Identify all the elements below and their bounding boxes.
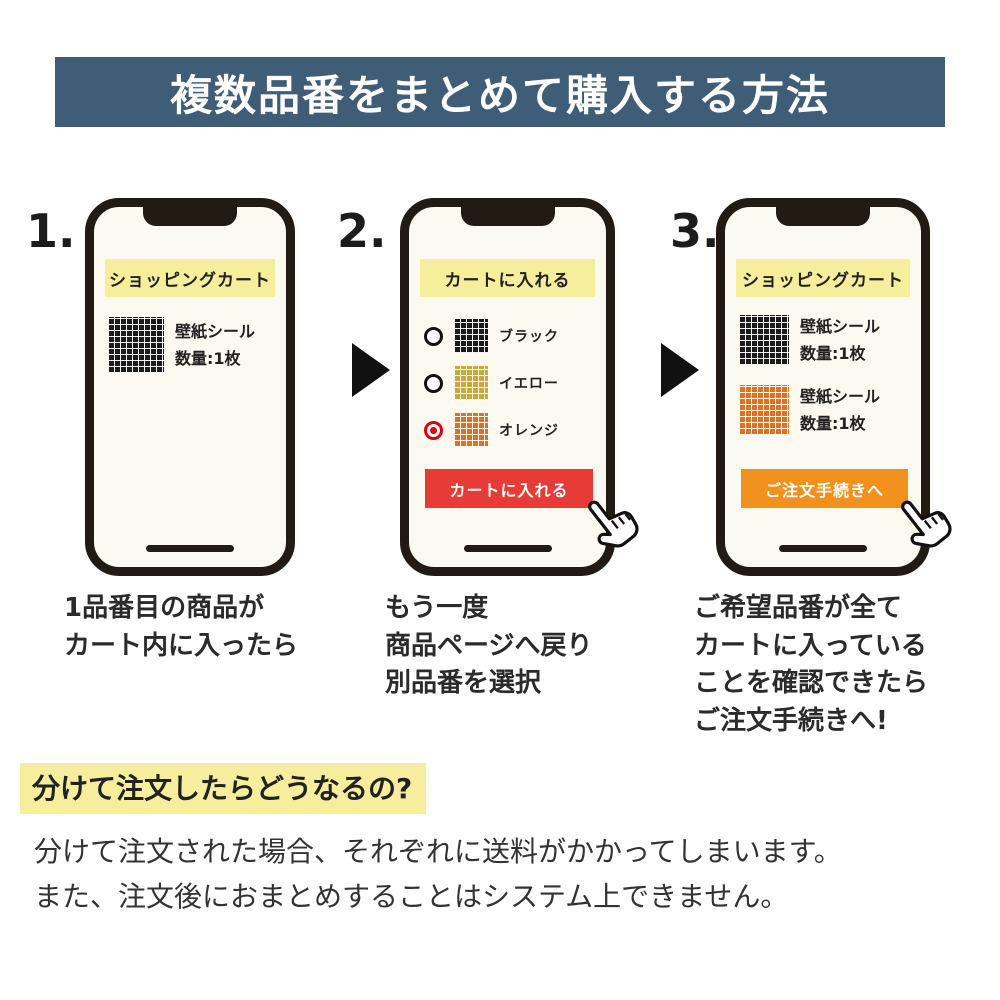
cart-banner: ショッピングカート [105,259,275,297]
header-bar: 複数品番をまとめて購入する方法 [55,57,945,127]
option-orange: オレンジ [424,413,600,447]
phone-step-3: ショッピングカート 壁紙シール 数量:1枚 壁紙シール 数量:1枚 ご注文手続き… [716,198,930,576]
arrow-right-icon [352,343,390,397]
product-swatch-black-icon [108,317,164,373]
step-3-caption: ご希望品番が全て カートに入っている ことを確認できたら ご注文手続きへ! [694,593,929,737]
step-1-number: 1. [26,204,76,258]
arrow-right-icon [661,343,699,397]
add-to-cart-banner: カートに入れる [420,259,595,297]
product-name: 壁紙シール [175,321,256,341]
option-label: オレンジ [499,423,559,439]
step-3-number: 3. [670,204,720,258]
option-label: イエロー [499,376,559,392]
swatch-black-icon [454,319,488,353]
option-label: ブラック [499,329,559,345]
option-black: ブラック [424,319,600,353]
color-options: ブラック イエロー オレンジ [424,319,600,447]
step-1-caption: 1品番目の商品が カート内に入ったら [64,593,299,661]
radio-black[interactable] [424,326,443,346]
phone-home-bar [146,545,234,552]
footer-heading: 分けて注文したらどうなるの? [20,763,427,814]
phone-home-bar [779,545,867,552]
cart-banner: ショッピングカート [736,259,910,297]
step-2-number: 2. [337,204,387,258]
radio-orange-selected[interactable] [424,420,443,440]
phone-step-1: ショッピングカート 壁紙シール 数量:1枚 [85,198,295,576]
cart-item: 壁紙シール 数量:1枚 [739,383,915,437]
product-qty: 数量:1枚 [800,344,866,364]
step-2-caption: もう一度 商品ページへ戻り 別品番を選択 [385,593,593,699]
cart-item-text: 壁紙シール 数量:1枚 [175,318,255,372]
hand-cursor-icon [588,500,639,548]
cart-item-text: 壁紙シール 数量:1枚 [800,383,880,437]
product-name: 壁紙シール [800,387,881,406]
cart-item: 壁紙シール 数量:1枚 [739,313,915,367]
cart-item-text: 壁紙シール 数量:1枚 [800,313,880,367]
footer-heading-row: 分けて注文したらどうなるの? [20,763,427,814]
phone-step-2: カートに入れる ブラック イエロー オレンジ カートに入れる [400,198,615,576]
swatch-orange-icon [454,413,488,447]
hand-cursor-icon [901,500,952,548]
product-swatch-orange-icon [739,385,789,436]
checkout-button[interactable]: ご注文手続きへ [741,469,908,508]
product-qty: 数量:1枚 [800,414,866,434]
product-name: 壁紙シール [800,317,881,336]
product-qty: 数量:1枚 [175,349,241,368]
product-swatch-black-icon [739,315,789,366]
page-title: 複数品番をまとめて購入する方法 [169,70,830,120]
phone-notch [143,207,237,226]
add-to-cart-button[interactable]: カートに入れる [425,469,593,508]
swatch-yellow-icon [454,366,488,400]
phone-home-bar [463,545,552,552]
cart-item: 壁紙シール 数量:1枚 [108,317,280,373]
option-yellow: イエロー [424,366,600,400]
phone-notch [460,207,555,226]
phone-notch [776,207,870,226]
footer-body-text: 分けて注文された場合、それぞれに送料がかかってしまいます。 また、注文後におまと… [34,835,842,913]
radio-yellow[interactable] [424,373,443,393]
